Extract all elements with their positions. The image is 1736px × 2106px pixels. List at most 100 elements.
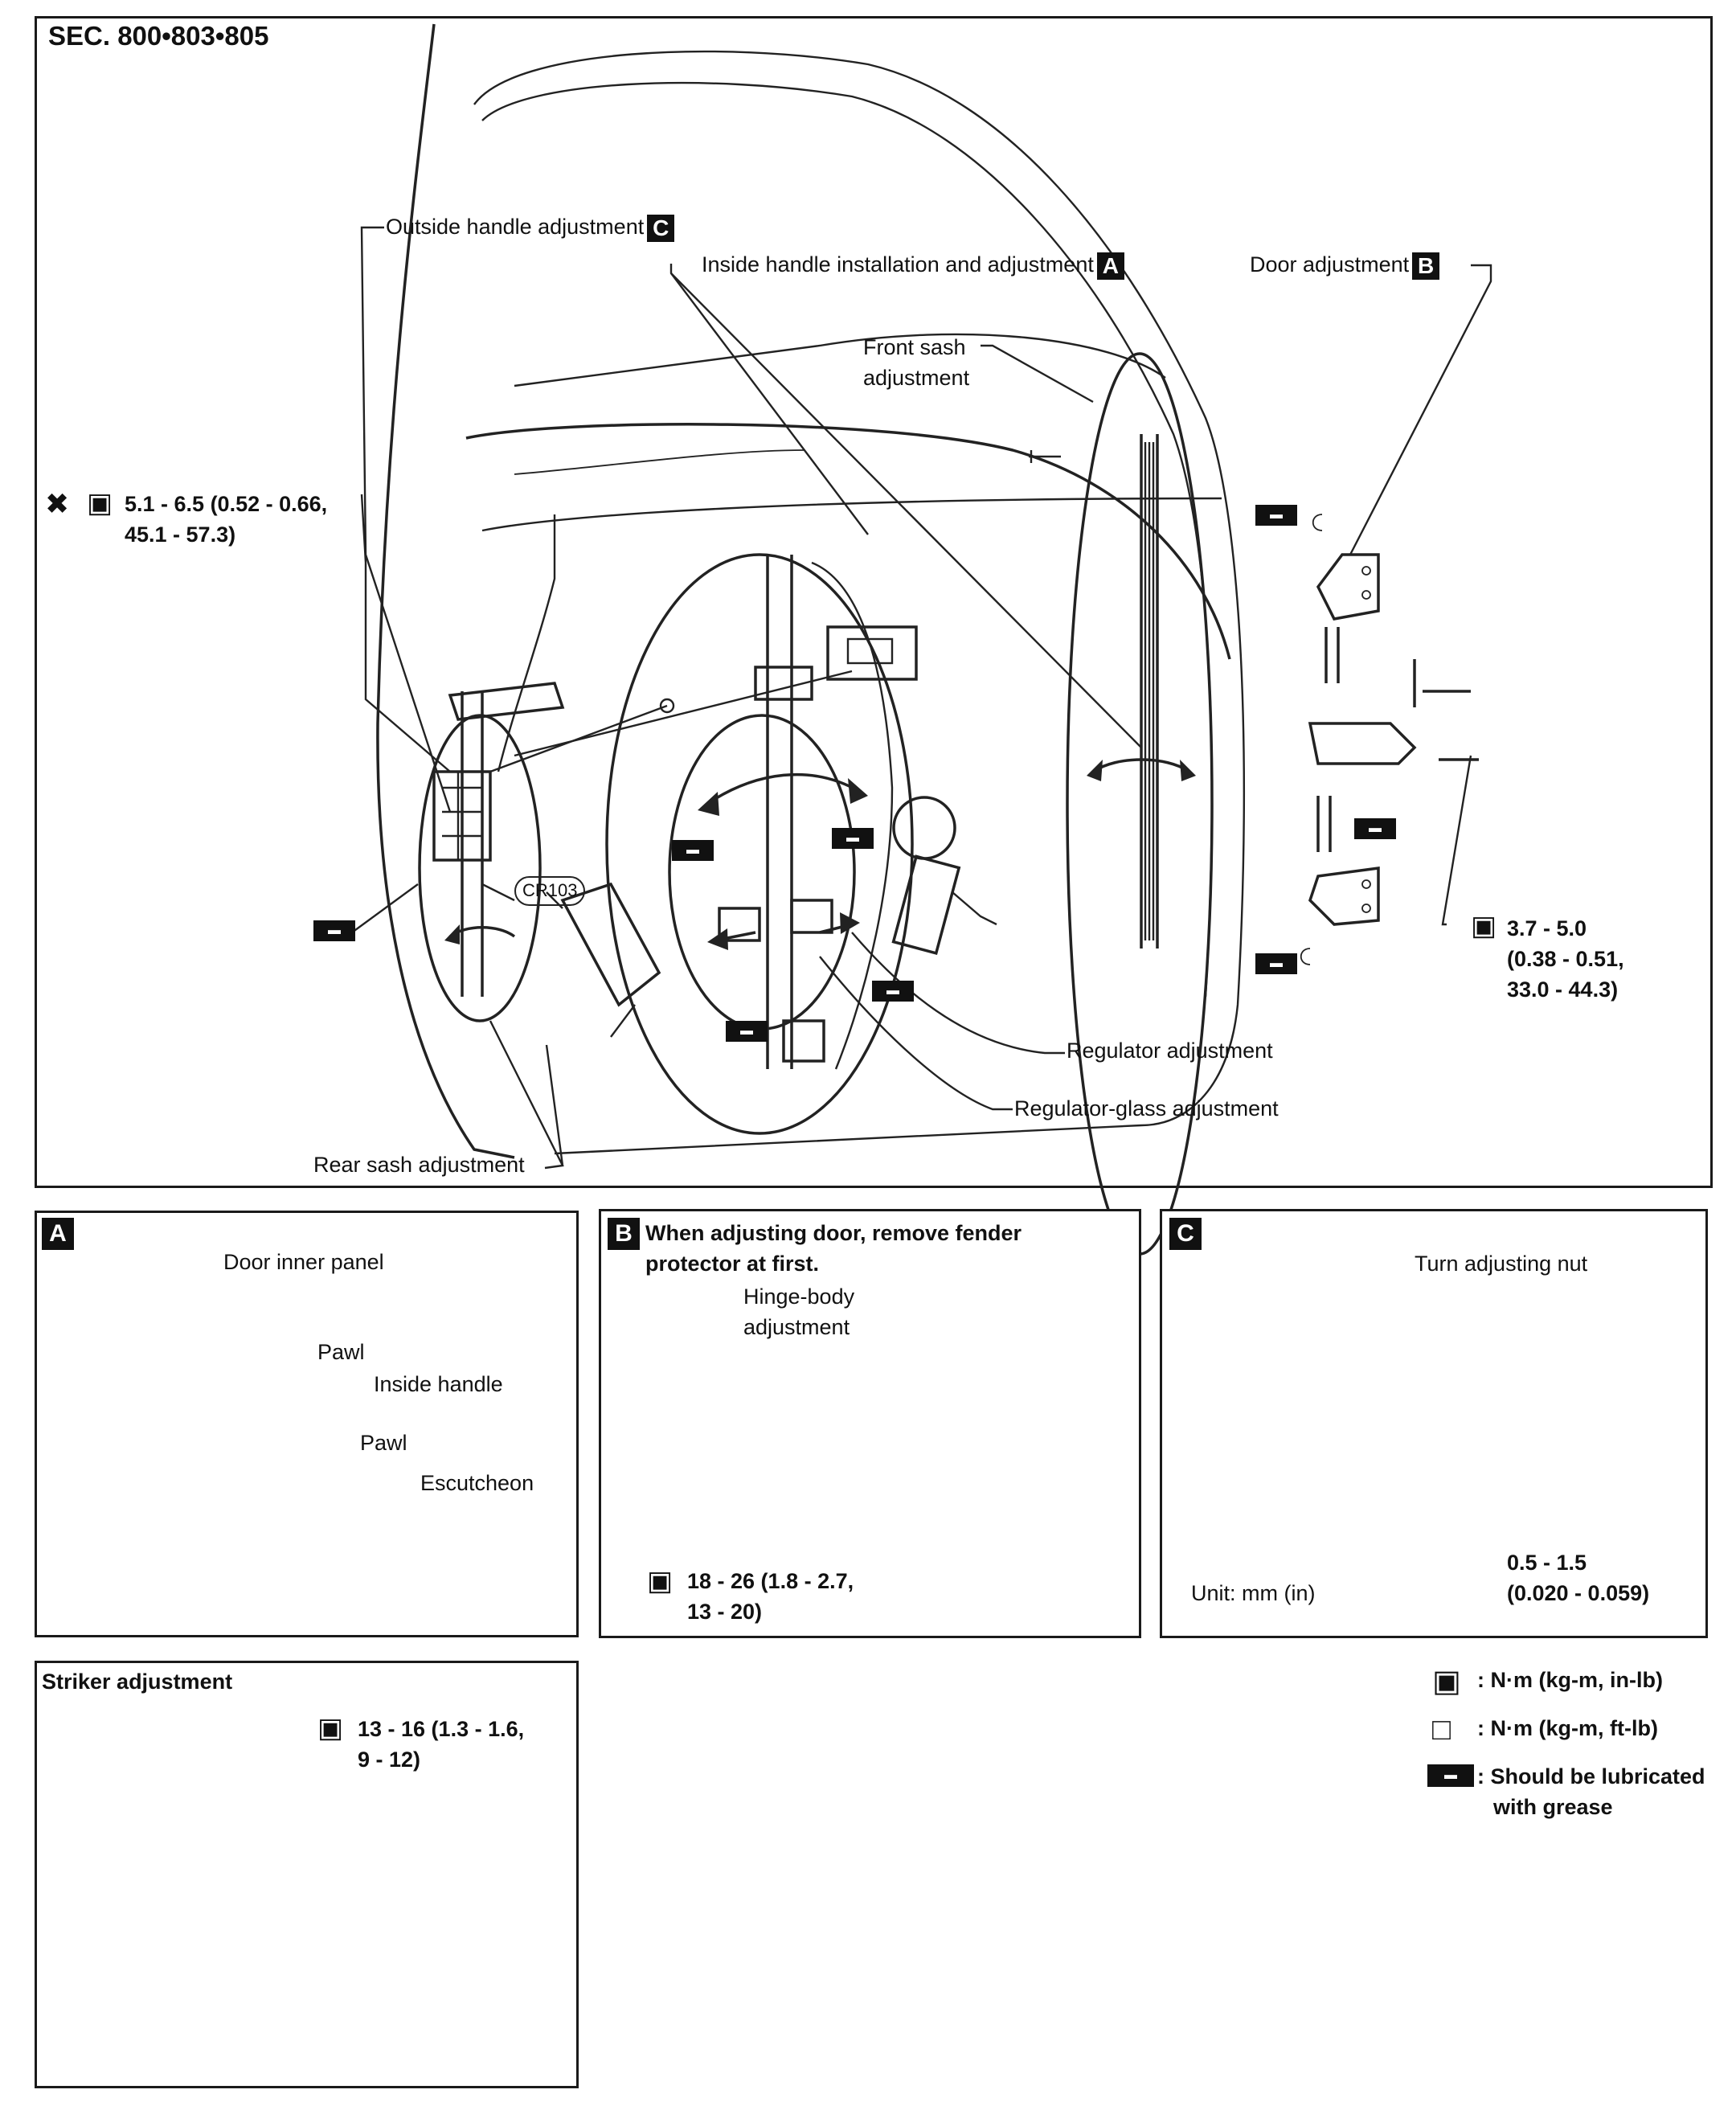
front-sash-arrowheads xyxy=(1087,760,1196,781)
grease-icon: ▬ xyxy=(672,840,714,861)
b-torque-icon: ▣ xyxy=(647,1566,674,1596)
clip-bottom xyxy=(1300,948,1311,965)
tag-c: C xyxy=(647,214,675,242)
front-sash-rail xyxy=(1140,434,1159,949)
legend-inlb-icon: ▣ xyxy=(1432,1665,1461,1698)
panel-b xyxy=(599,1209,1141,1638)
legend-ftlb: : N·m (kg-m, ft-lb) xyxy=(1477,1716,1658,1740)
hinge-hole-4 xyxy=(1361,903,1371,913)
leader-rear-sash xyxy=(489,1020,564,1170)
front-sash-label-1: Front sash xyxy=(863,335,966,359)
a-pawl-1-label: Pawl xyxy=(317,1340,365,1364)
a-pawl-2-label: Pawl xyxy=(360,1431,407,1455)
rear-sash-oval xyxy=(418,714,542,1022)
grease-icon: ▬ xyxy=(832,828,874,849)
rear-switch-wire xyxy=(546,891,636,1038)
regulator-clamp-left xyxy=(718,907,761,942)
rod-1 xyxy=(497,514,556,772)
front-sash-rail-fill xyxy=(1144,442,1155,940)
panel-c xyxy=(1160,1209,1708,1638)
lower-hinge xyxy=(1308,867,1380,926)
legend-inlb: : N·m (kg-m, in-lb) xyxy=(1477,1668,1663,1692)
upper-hinge xyxy=(1316,553,1380,621)
b-hinge-1: Hinge-body xyxy=(743,1284,855,1309)
outside-handle-text: Outside handle adjustment xyxy=(386,215,645,239)
a-door-inner-panel: Door inner panel xyxy=(223,1250,384,1274)
front-sash-bolt xyxy=(1029,450,1061,463)
panel-a xyxy=(35,1211,579,1637)
torque-hinge-1: 3.7 - 5.0 xyxy=(1507,916,1587,940)
no-reuse-icon: ✖ xyxy=(45,487,70,520)
inside-handle-inner xyxy=(846,637,894,665)
b-torque-2: 13 - 20) xyxy=(687,1600,763,1624)
regulator-glass-arrowheads xyxy=(707,912,860,950)
regulator-oval xyxy=(668,714,856,1030)
leader-regulator xyxy=(851,932,1065,1055)
grease-icon: ▬ xyxy=(1255,953,1297,974)
glass-line xyxy=(514,449,805,475)
torque-hinge-2: (0.38 - 0.51, xyxy=(1507,947,1624,971)
motor-wire xyxy=(952,891,997,926)
c-turn-nut: Turn adjusting nut xyxy=(1415,1252,1588,1276)
lock-detail xyxy=(442,772,482,860)
hinge-body xyxy=(1308,722,1417,765)
regulator-glass-label: Regulator-glass adjustment xyxy=(1014,1096,1279,1121)
door-window-line xyxy=(481,497,1222,532)
regulator-bracket-top xyxy=(754,666,813,701)
leader-front-sash xyxy=(981,344,1094,404)
panel-c-tag: C xyxy=(1169,1218,1202,1250)
front-sash-label-2: adjustment xyxy=(863,366,970,390)
b-hinge-2: adjustment xyxy=(743,1315,850,1339)
panel-a-tag: A xyxy=(42,1218,74,1250)
leader-door-adjust xyxy=(1349,264,1492,555)
rod-3 xyxy=(514,670,853,757)
inside-handle-label: Inside handle installation and adjustmen… xyxy=(702,251,1124,280)
striker-torque-2: 9 - 12) xyxy=(358,1747,421,1772)
leader-regulator-glass xyxy=(819,956,1013,1111)
legend-grease-1: : Should be lubricated xyxy=(1477,1764,1705,1788)
c-gap-2: (0.020 - 0.059) xyxy=(1507,1581,1650,1605)
lock-body xyxy=(432,770,492,862)
striker-panel xyxy=(35,1661,579,2088)
grease-icon: ▬ xyxy=(313,920,355,941)
regulator-large-oval xyxy=(605,553,914,1135)
rear-sash-label: Rear sash adjustment xyxy=(313,1153,525,1177)
c-gap-1: 0.5 - 1.5 xyxy=(1507,1551,1587,1575)
grease-icon: ▬ xyxy=(872,981,914,1002)
b-note-1: When adjusting door, remove fender xyxy=(645,1221,1022,1245)
connector-label: CR103 xyxy=(514,876,586,906)
door-sill xyxy=(514,333,1166,387)
regulator-rail xyxy=(766,555,793,1069)
striker-torque-icon: ▣ xyxy=(317,1713,344,1743)
rod-pivot xyxy=(659,698,675,714)
torque-hinge-3: 33.0 - 44.3) xyxy=(1507,977,1619,1002)
outside-handle xyxy=(448,682,565,721)
leader-torque-left xyxy=(360,494,451,772)
hinge-hole-3 xyxy=(1361,879,1371,889)
torque-left-2: 45.1 - 57.3) xyxy=(125,522,236,547)
lower-hinge-pin xyxy=(1316,796,1332,852)
a-escutcheon-label: Escutcheon xyxy=(420,1471,534,1495)
regulator-arrow xyxy=(706,772,861,805)
rear-sash-rail xyxy=(461,691,484,997)
regulator-cable xyxy=(811,561,894,1070)
regulator-clamp-right xyxy=(790,899,833,934)
grease-icon: ▬ xyxy=(1354,818,1396,839)
torque-left-1: 5.1 - 6.5 (0.52 - 0.66, xyxy=(125,492,328,516)
legend-ftlb-icon: □ xyxy=(1432,1713,1451,1747)
tag-a: A xyxy=(1096,252,1124,280)
panel-b-tag: B xyxy=(608,1218,640,1250)
door-window-opening xyxy=(465,423,1231,660)
regulator-arrowheads xyxy=(698,778,868,816)
inside-handle-text: Inside handle installation and adjustmen… xyxy=(702,252,1094,277)
a-inside-handle-label: Inside handle xyxy=(374,1372,503,1396)
motor-body xyxy=(892,796,956,860)
torque-hinge-icon: ▣ xyxy=(1471,911,1497,941)
leader-connector xyxy=(481,883,515,902)
leader-inside-handle-2 xyxy=(670,272,1142,748)
clip-top xyxy=(1312,514,1323,531)
hinge-hole-2 xyxy=(1361,590,1371,600)
legend-grease-2: with grease xyxy=(1493,1795,1613,1819)
